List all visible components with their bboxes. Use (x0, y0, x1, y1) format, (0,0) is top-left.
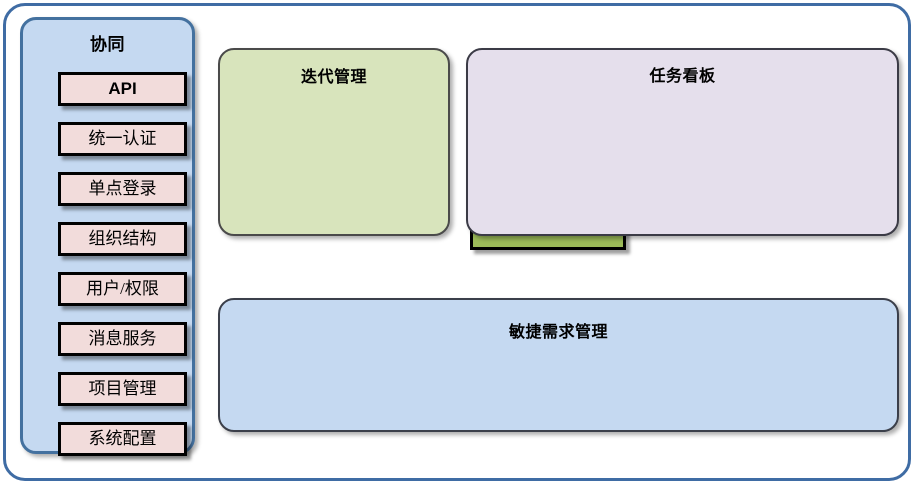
sidebar-item-user-permission[interactable]: 用户/权限 (58, 272, 187, 306)
sidebar-item-label: 用户/权限 (86, 278, 159, 298)
group-title-taskboard: 任务看板 (649, 68, 716, 85)
sidebar-item-project-management[interactable]: 项目管理 (58, 372, 187, 406)
sidebar-item-unified-auth[interactable]: 统一认证 (58, 122, 187, 156)
sidebar-item-label: 消息服务 (88, 328, 157, 348)
group-title-iteration: 迭代管理 (300, 69, 367, 86)
sidebar-item-system-config[interactable]: 系统配置 (58, 422, 187, 456)
group-title-collaboration: 协同 (90, 35, 125, 54)
group-panel-taskboard[interactable]: 任务看板 任务卡片 自定义状态 燃尽图 任务分布 (466, 48, 899, 236)
sidebar-item-message-service[interactable]: 消息服务 (58, 322, 187, 356)
sidebar-item-label: 项目管理 (88, 378, 157, 398)
group-panel-collaboration[interactable]: 协同 API 统一认证 单点登录 组织结构 用户/权限 消息服务 项目管理 系统… (20, 17, 195, 456)
group-panel-requirements[interactable]: 敏捷需求管理 产品Backlog 产品路线图 故事地图 (218, 298, 899, 432)
sidebar-item-single-sign-on[interactable]: 单点登录 (58, 172, 187, 206)
group-title-requirements: 敏捷需求管理 (508, 324, 608, 341)
sidebar-item-label: 统一认证 (88, 128, 157, 148)
sidebar-item-org-structure[interactable]: 组织结构 (58, 222, 187, 256)
sidebar-item-label: API (108, 78, 137, 98)
sidebar-item-label: 单点登录 (88, 178, 157, 198)
sidebar-item-label: 系统配置 (88, 428, 157, 448)
group-panel-iteration[interactable]: 迭代管理 用户故事 迭代规划 (218, 48, 626, 250)
sidebar-item-api[interactable]: API (58, 72, 187, 106)
sidebar-item-label: 组织结构 (88, 228, 157, 248)
